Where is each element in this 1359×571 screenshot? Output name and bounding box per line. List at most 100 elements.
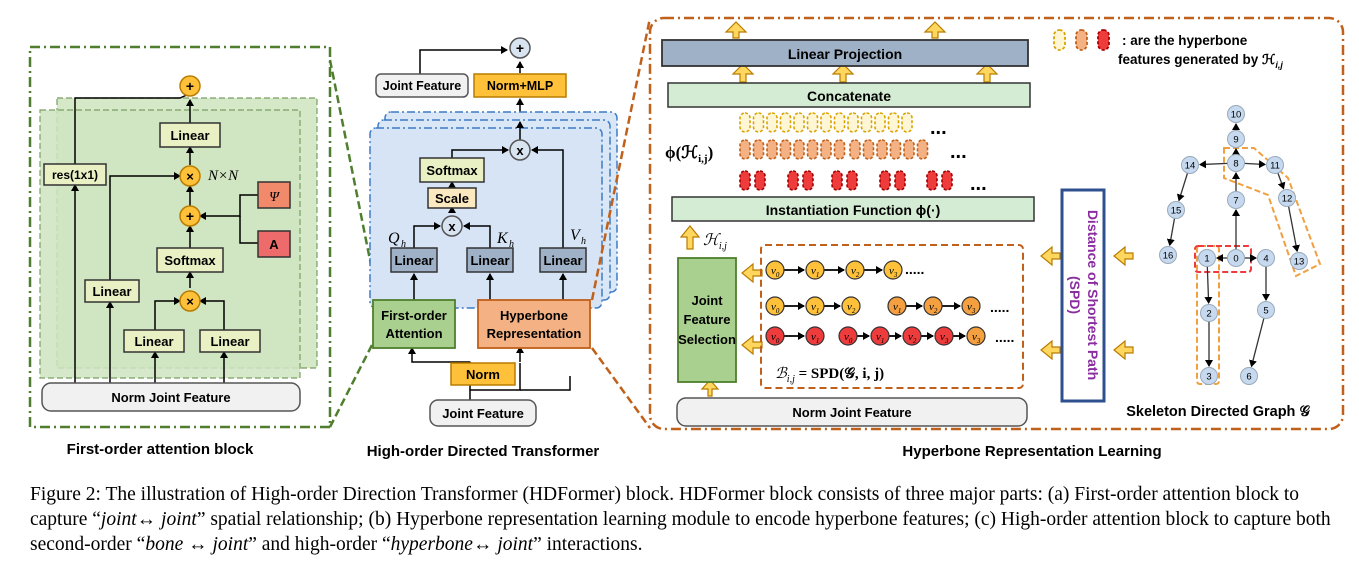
b-ij-equation: ℬi,j = SPD(𝒢, i, j) xyxy=(775,366,884,385)
svg-text:...: ... xyxy=(930,117,947,139)
skeleton-joint-label: 3 xyxy=(1206,372,1211,383)
first-order-attention-box xyxy=(372,299,456,349)
hyperbone-feature-pill xyxy=(752,139,765,160)
skeleton-joint xyxy=(1181,156,1199,174)
linear-projection-box xyxy=(661,39,1029,67)
skeleton-joint xyxy=(1227,154,1245,172)
svg-text:res(1x1): res(1x1) xyxy=(52,168,98,182)
hyperbone-feature-pill xyxy=(793,139,805,160)
hyperbone-feature-pill xyxy=(879,170,891,191)
svg-text:Softmax: Softmax xyxy=(164,253,216,268)
hyperbone-feature-pill xyxy=(779,112,792,133)
spd-paths-box xyxy=(760,244,1024,389)
hyperbone-feature-pill xyxy=(903,139,915,160)
skeleton-joint xyxy=(1200,367,1218,385)
hyperbone-representation-box xyxy=(477,299,591,349)
hdt-add-output xyxy=(509,37,531,59)
svg-text:Softmax: Softmax xyxy=(426,163,478,178)
svg-text:h: h xyxy=(401,239,406,250)
skeleton-highlight-arm xyxy=(1223,147,1322,278)
instantiation-function-box xyxy=(671,196,1035,222)
svg-text:Distance of Shortest Path: Distance of Shortest Path xyxy=(1085,210,1101,380)
hyperbone-feature-pill xyxy=(752,112,765,133)
hyperbone-feature-pill xyxy=(766,112,778,133)
concatenate-box xyxy=(667,82,1031,108)
hyperbone-outer-frame xyxy=(648,16,1345,431)
first-order-add-output xyxy=(179,75,201,97)
legend-line-2: features generated by ℋi,j xyxy=(1118,52,1283,70)
hyperbone-feature-pill xyxy=(860,112,873,133)
hdt-joint-feature-top xyxy=(375,73,469,98)
hdt-linear-q xyxy=(390,247,438,273)
skeleton-joint xyxy=(1240,367,1258,385)
path-vertex-label: v0 xyxy=(771,331,780,345)
svg-text:h: h xyxy=(581,236,586,247)
hyperbone-feature-pill xyxy=(739,139,751,160)
path-vertex-label: v1 xyxy=(811,301,819,315)
first-order-section-title: First-order attention block xyxy=(67,441,254,458)
hyperbone-feature-pill xyxy=(862,139,875,160)
skeleton-edge xyxy=(1277,172,1286,190)
first-order-linear-q xyxy=(123,329,185,353)
first-order-linear-top xyxy=(159,122,221,148)
svg-text:Joint Feature: Joint Feature xyxy=(383,79,462,93)
spd-vertical-box xyxy=(1060,188,1106,403)
hyperbone-feature-pill xyxy=(847,112,859,133)
svg-text:Linear: Linear xyxy=(394,253,433,268)
skeleton-joint xyxy=(1198,249,1216,267)
res-1x1-box xyxy=(43,163,107,186)
hdt-connectors xyxy=(408,46,571,400)
hyperbone-feature-pill xyxy=(833,139,846,160)
first-order-norm-joint-feature xyxy=(41,382,301,412)
path-vertex-label: v3 xyxy=(889,265,898,279)
svg-text:Hyperbone: Hyperbone xyxy=(500,308,568,323)
svg-text:Linear: Linear xyxy=(470,253,509,268)
skeleton-joint xyxy=(1257,249,1275,267)
svg-text:...: ... xyxy=(950,141,967,163)
hyperbone-feature-pill xyxy=(846,170,858,191)
skeleton-joint xyxy=(1227,130,1245,148)
path-vertex xyxy=(923,296,943,316)
path-vertex-label: v3 xyxy=(940,331,949,345)
path-vertex-label: v2 xyxy=(929,301,938,315)
skeleton-edge xyxy=(1287,205,1300,253)
hyperbone-feature-pill xyxy=(779,139,792,160)
skeleton-joint xyxy=(1257,301,1275,319)
yellow-block-arrows xyxy=(679,21,1134,397)
path-vertex-label: v1 xyxy=(811,265,819,279)
hyperbone-feature-pill xyxy=(820,112,832,133)
svg-text:Instantiation Function ϕ(·): Instantiation Function ϕ(·) xyxy=(766,202,941,218)
skeleton-joint-label: 0 xyxy=(1233,254,1238,265)
hdt-multiply-v xyxy=(509,139,531,161)
svg-text:Joint: Joint xyxy=(691,293,723,308)
svg-text:First-order: First-order xyxy=(381,308,447,323)
svg-text:Feature: Feature xyxy=(684,312,731,327)
path-vertex-label: v0 xyxy=(771,301,780,315)
a-box xyxy=(257,230,291,258)
skeleton-joint xyxy=(1227,191,1245,209)
hyperbone-feature-pill xyxy=(831,170,843,191)
path-vertex xyxy=(966,326,986,346)
hyperbone-feature-pill xyxy=(806,139,819,160)
path-vertex xyxy=(841,296,861,316)
skeleton-joint-label: 13 xyxy=(1294,257,1305,268)
svg-text:Linear: Linear xyxy=(170,128,209,143)
svg-text:(SPD): (SPD) xyxy=(1067,276,1083,314)
hyperbone-feature-pill xyxy=(820,139,832,160)
svg-text:.....: ..... xyxy=(990,299,1009,315)
path-vertex xyxy=(934,326,954,346)
skeleton-joint-label: 7 xyxy=(1233,196,1238,207)
hyperbone-feature-pill xyxy=(901,112,913,133)
joint-feature-selection-box xyxy=(677,257,737,383)
svg-text:...: ... xyxy=(970,173,987,195)
svg-text:Norm Joint Feature: Norm Joint Feature xyxy=(792,405,911,420)
svg-text:.....: ..... xyxy=(905,261,924,277)
add-node-psi-a xyxy=(179,205,201,227)
hdt-multiply-qk xyxy=(441,215,463,237)
first-order-softmax xyxy=(156,247,224,273)
skeleton-joint-label: 5 xyxy=(1263,306,1268,317)
figure-caption: Figure 2: The illustration of High-order… xyxy=(30,484,1331,555)
svg-text:Linear: Linear xyxy=(210,334,249,349)
